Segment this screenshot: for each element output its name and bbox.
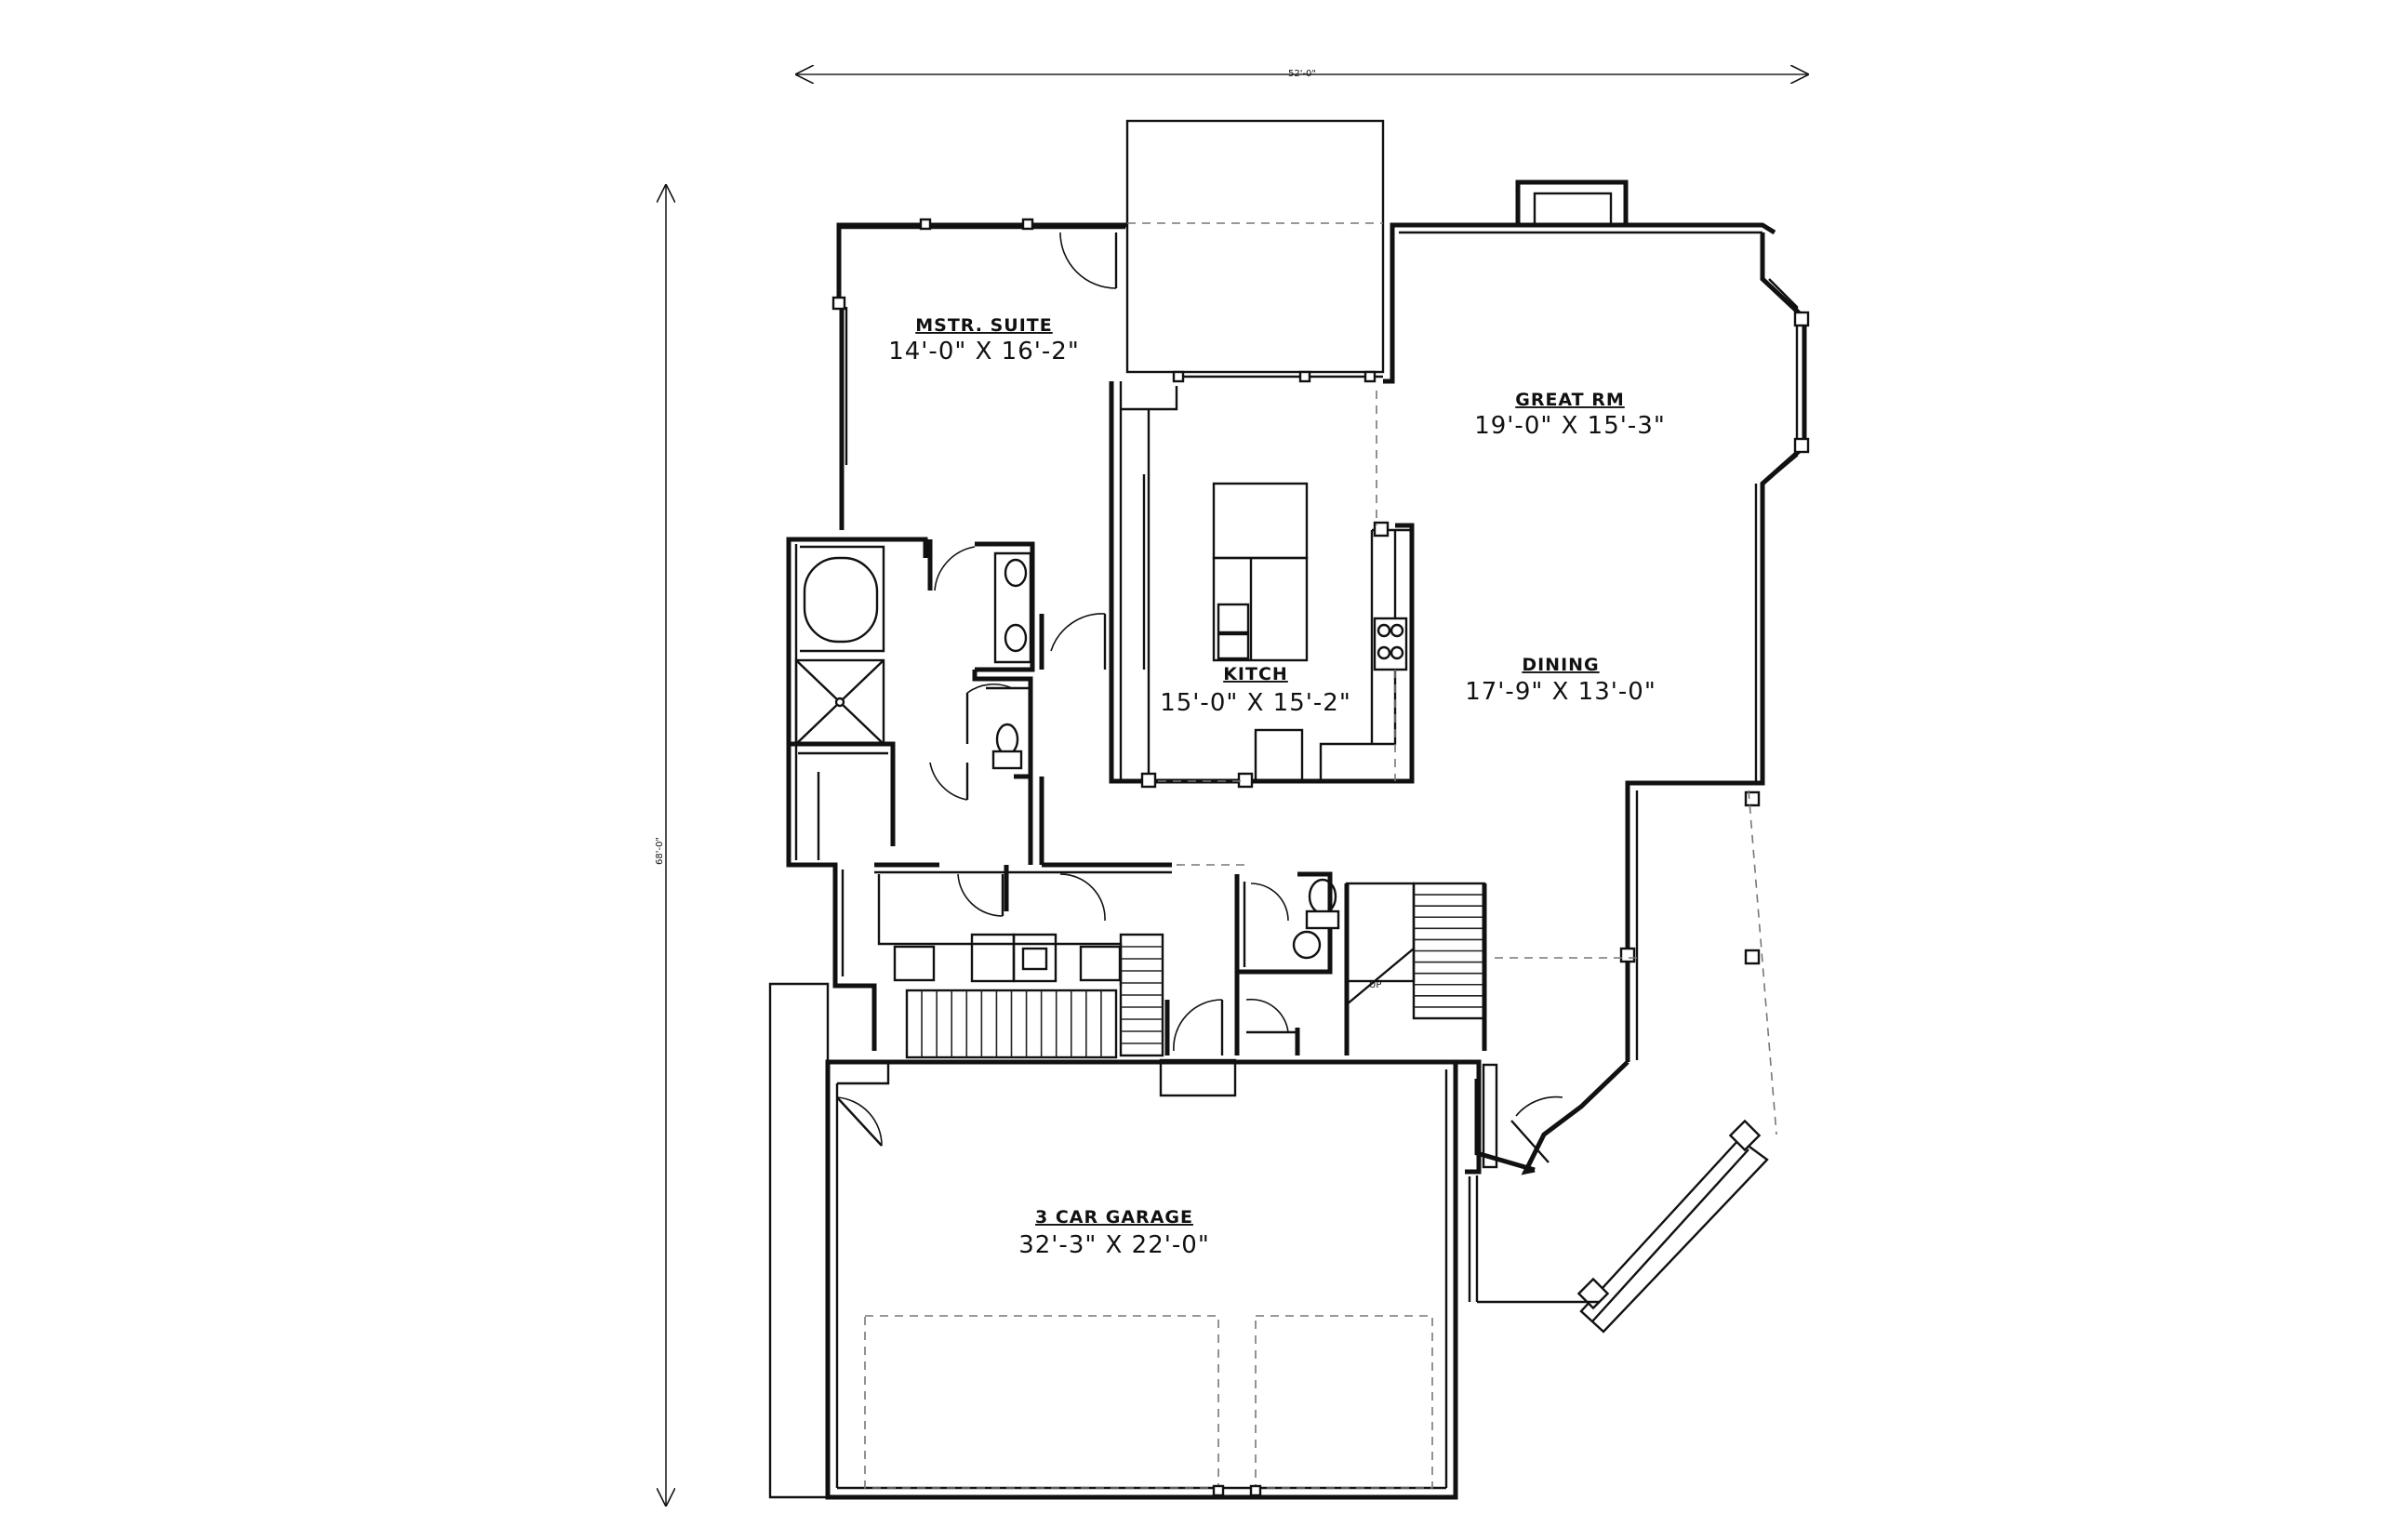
great-room-name: GREAT RM [1515,390,1625,410]
stair-treads [1414,894,1484,1008]
basement-stairs [905,933,1164,1059]
kitchen: KITCH 15'-0" X 15'-2" [1050,370,1415,789]
kitchen-size: 15'-0" X 15'-2" [1160,689,1351,717]
stair-up-label: UP [1369,980,1381,990]
master-suite-name: MSTR. SUITE [915,315,1053,336]
porch-bumpout [1125,119,1385,374]
width-dimension-label: 52'-0" [1288,69,1316,79]
stair-treads [1121,946,1163,1044]
depth-dimension-label: 68'-0" [655,837,665,865]
powder-room [1234,871,1340,975]
width-dimension: 52'-0" [795,69,1809,79]
great-room-size: 19'-0" X 15'-3" [1474,412,1666,440]
great-room: GREAT RM 19'-0" X 15'-3" [1383,179,1810,781]
master-suite-size: 14'-0" X 16'-2" [888,338,1080,365]
garage: 3 CAR GARAGE 32'-3" X 22'-0" [768,982,1482,1500]
garage-name: 3 CAR GARAGE [1035,1207,1193,1228]
dining-room: DINING 17'-9" X 13'-0" [1465,655,1765,1062]
dining-size: 17'-9" X 13'-0" [1465,678,1656,706]
laundry-room [832,862,1246,1051]
stair-treads [921,990,1102,1057]
garage-size: 32'-3" X 22'-0" [1018,1231,1210,1259]
master-bath [786,537,1044,888]
kitchen-name: KITCH [1223,664,1288,684]
main-stairs: UP [1344,882,1487,1055]
depth-dimension: 68'-0" [655,184,666,1507]
master-suite: MSTR. SUITE 14'-0" X 16'-2" [831,218,1127,530]
dining-name: DINING [1522,655,1599,675]
garage-entry [1159,972,1300,1097]
